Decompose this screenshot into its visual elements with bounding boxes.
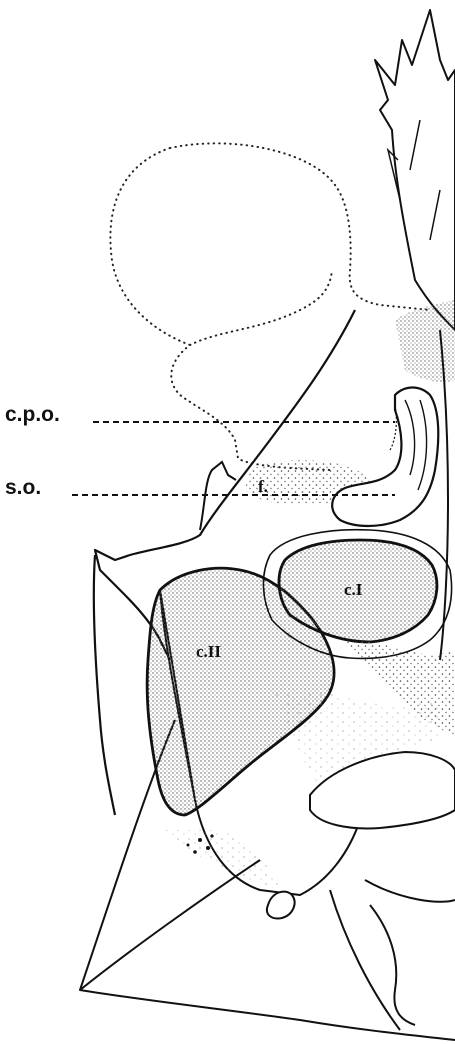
hatched-region [395, 300, 455, 382]
label-cpo: c.p.o. [5, 403, 60, 426]
label-so: s.o. [5, 476, 41, 499]
label-f: f. [258, 477, 268, 496]
spiky-process [375, 10, 455, 330]
small-loop [267, 892, 295, 919]
label-cii: c.II [196, 642, 221, 661]
label-ci: c.I [344, 580, 363, 599]
